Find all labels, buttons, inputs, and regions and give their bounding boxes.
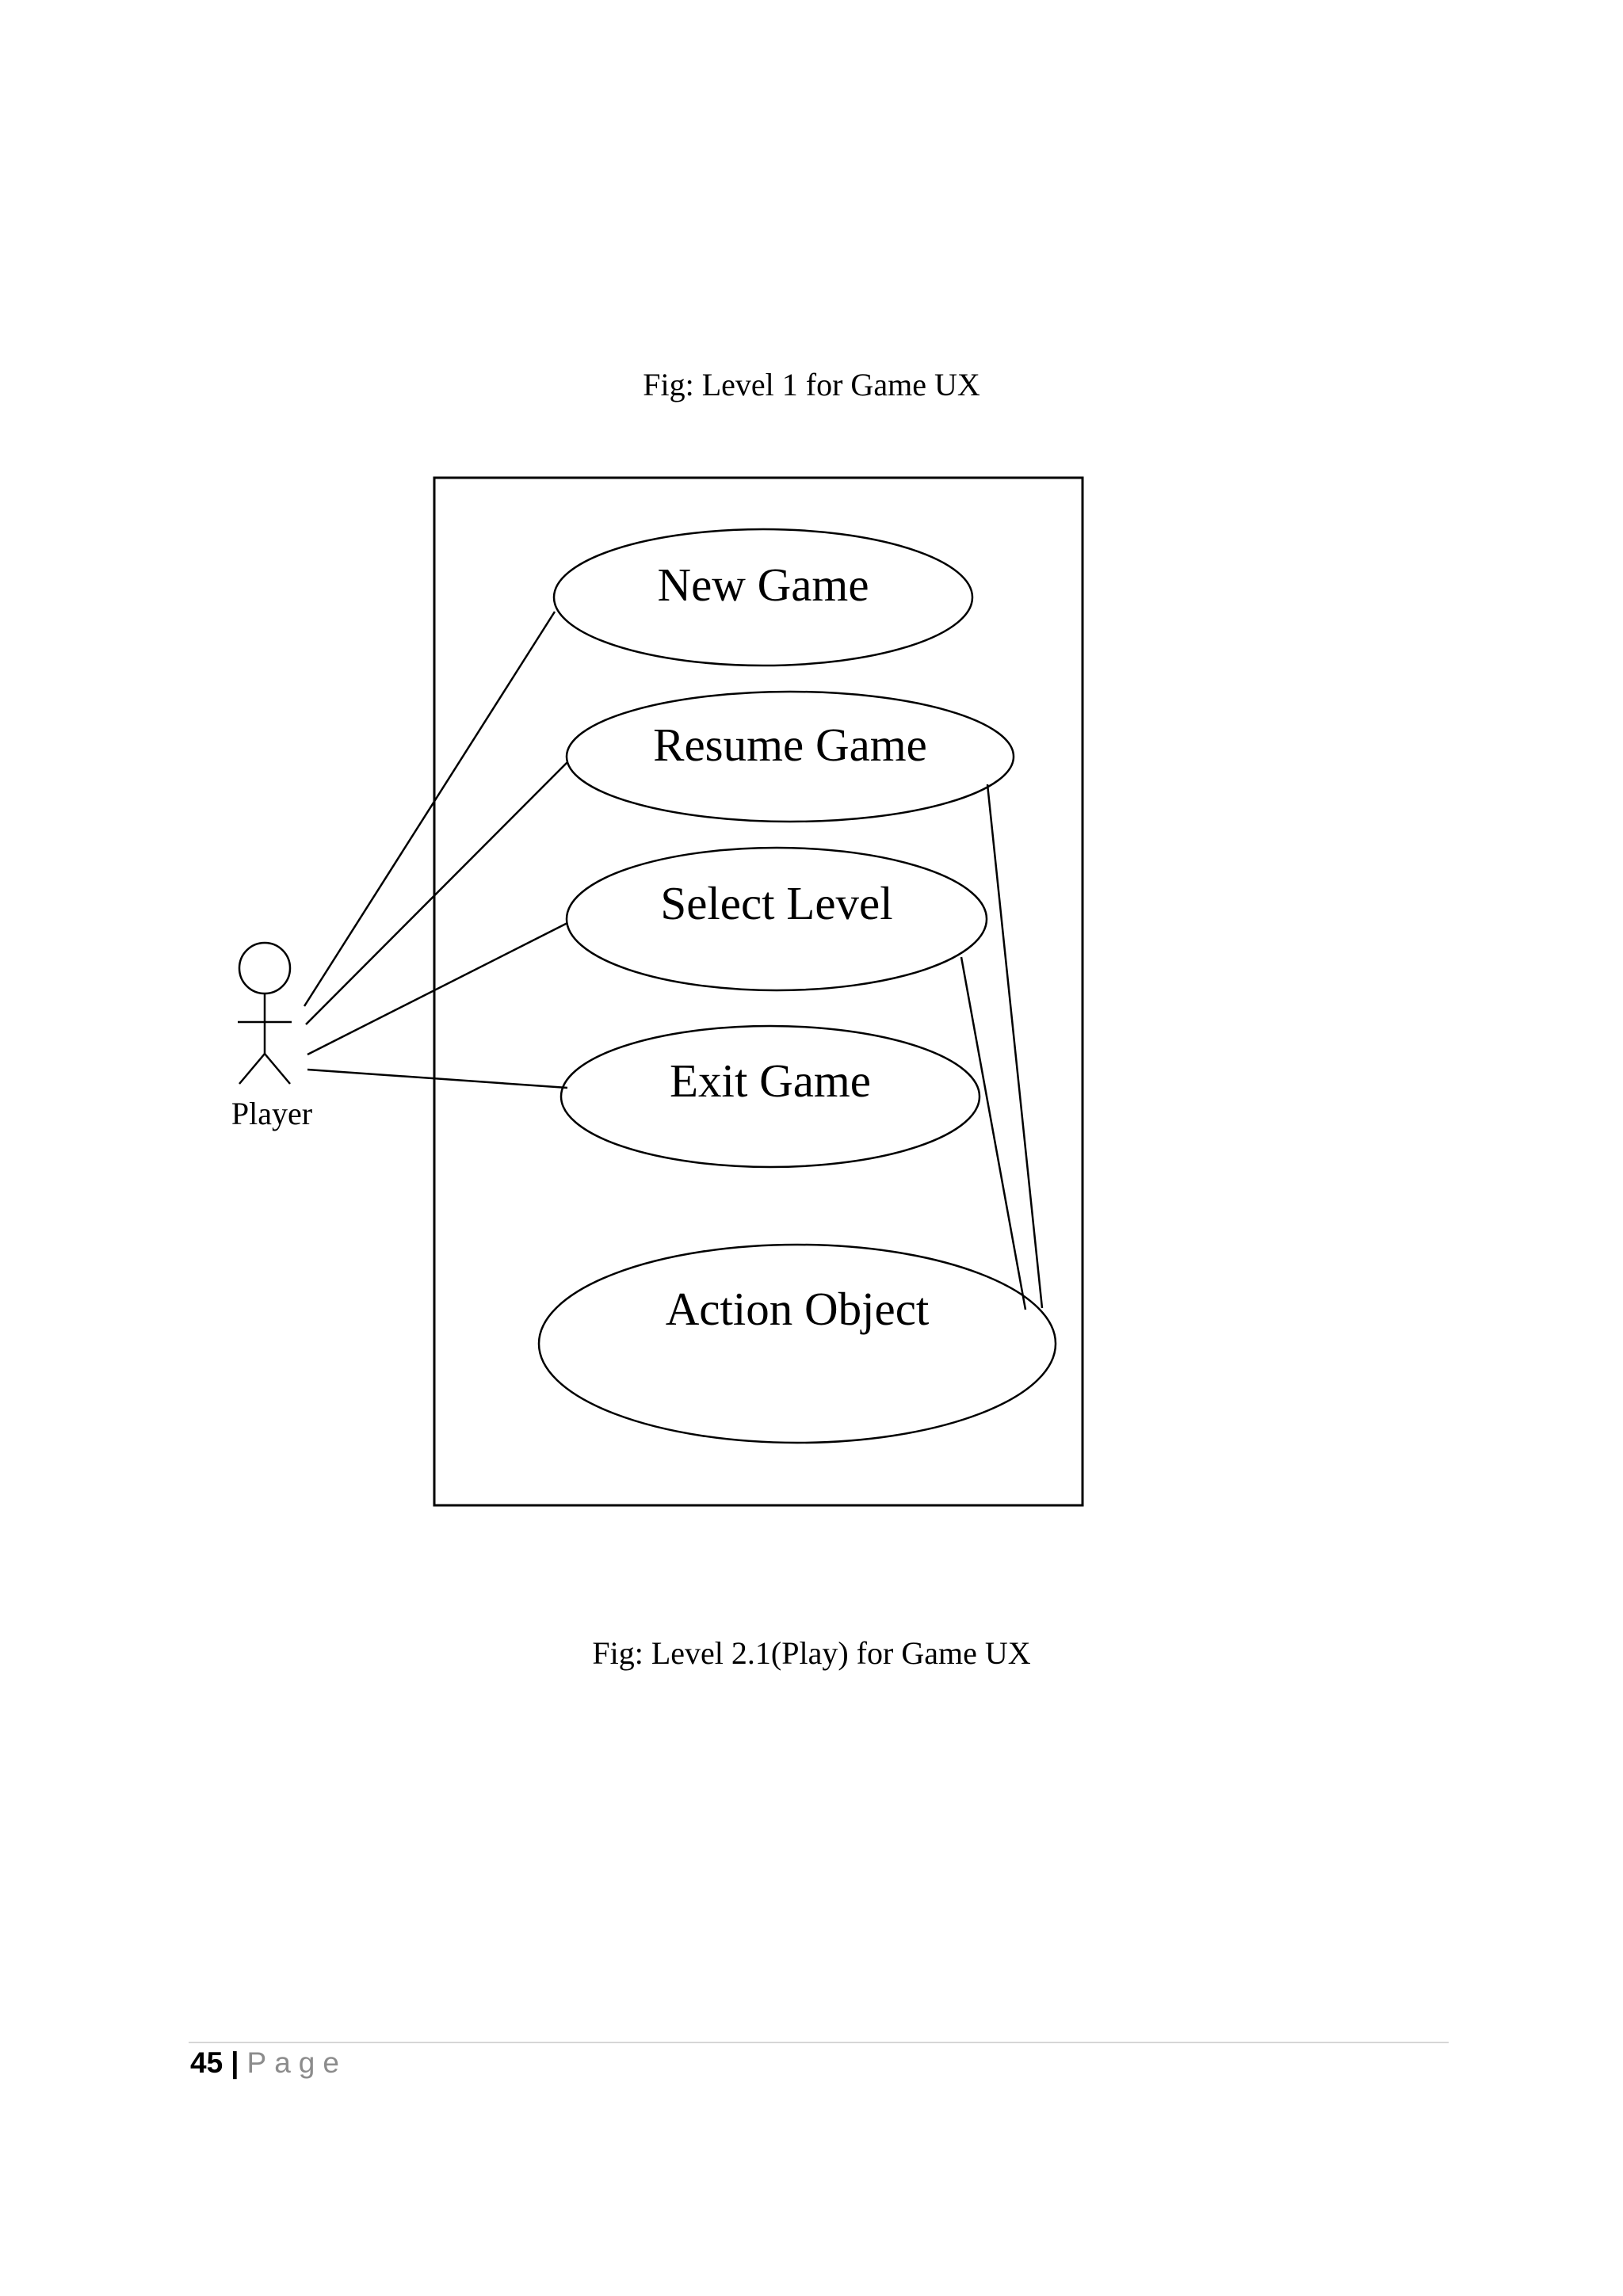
use-case-new-game [552,528,974,667]
use-case-exit-game [559,1024,981,1169]
associations [303,611,1044,1310]
system-boundary [433,476,1084,1507]
association-resume-game [305,761,568,1025]
use-case-label-action-object: Action Object [666,1283,930,1335]
use-case-action-object [537,1243,1057,1444]
figure-caption-level-2-1: Fig: Level 2.1(Play) for Game UX [592,1635,1031,1671]
association-select-to-action [960,956,1027,1310]
page-footer: 45|Page [190,2046,347,2080]
footer-separator: | [231,2046,239,2079]
use-case-label-new-game: New Game [657,559,869,611]
association-new-game [303,611,556,1007]
use-case-resume-game [565,690,1015,823]
use-case-select-level [565,846,988,992]
association-resume-to-action [986,784,1044,1309]
actor-player-figure [238,941,292,1085]
association-exit-game [307,1068,568,1089]
use-case-label-resume-game: Resume Game [653,719,927,771]
footer-divider [189,2042,1449,2043]
use-case-label-select-level: Select Level [660,877,892,929]
page-number: 45 [190,2046,223,2079]
figure-caption-level-1: Fig: Level 1 for Game UX [643,367,980,402]
actor-label-player: Player [231,1096,312,1131]
page-label: Page [246,2046,347,2079]
use-case-label-exit-game: Exit Game [670,1055,871,1107]
association-select-level [307,921,568,1056]
